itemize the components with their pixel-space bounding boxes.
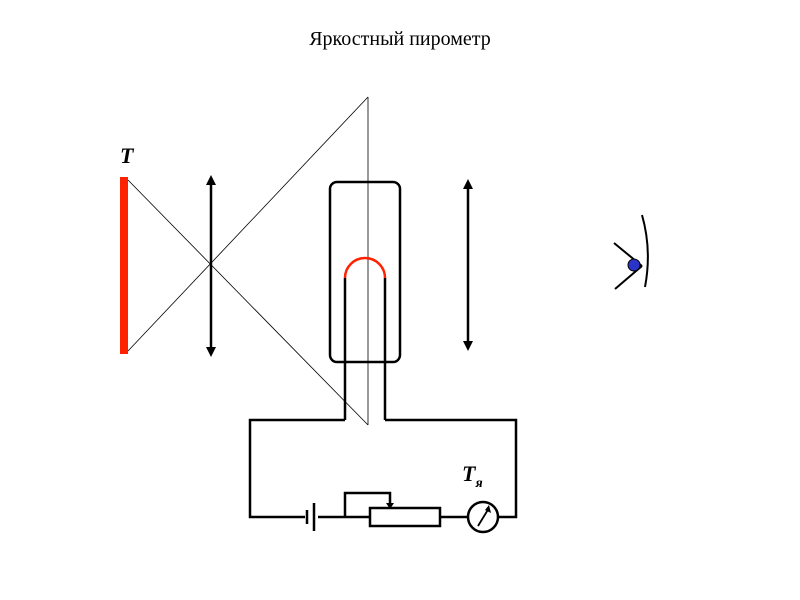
filament-temperature-symbol: T: [462, 461, 477, 486]
filament-temperature-label: Tя: [462, 461, 483, 491]
eye-icon: [613, 214, 649, 290]
circuit-wires: [248, 418, 518, 519]
object-temperature-label: T: [120, 143, 135, 168]
lamp-filament: [343, 256, 387, 420]
page-title: Яркостный пирометр: [309, 28, 491, 50]
light-rays: [127, 96, 369, 426]
eye-pupil: [627, 258, 641, 272]
filament-temperature-subscript: я: [474, 476, 482, 491]
lamp-bulb: [328, 180, 402, 364]
battery-symbol: [305, 503, 316, 531]
rheostat-symbol: [368, 503, 442, 528]
galvanometer-icon: [466, 500, 500, 534]
radiating-object: [120, 177, 128, 354]
